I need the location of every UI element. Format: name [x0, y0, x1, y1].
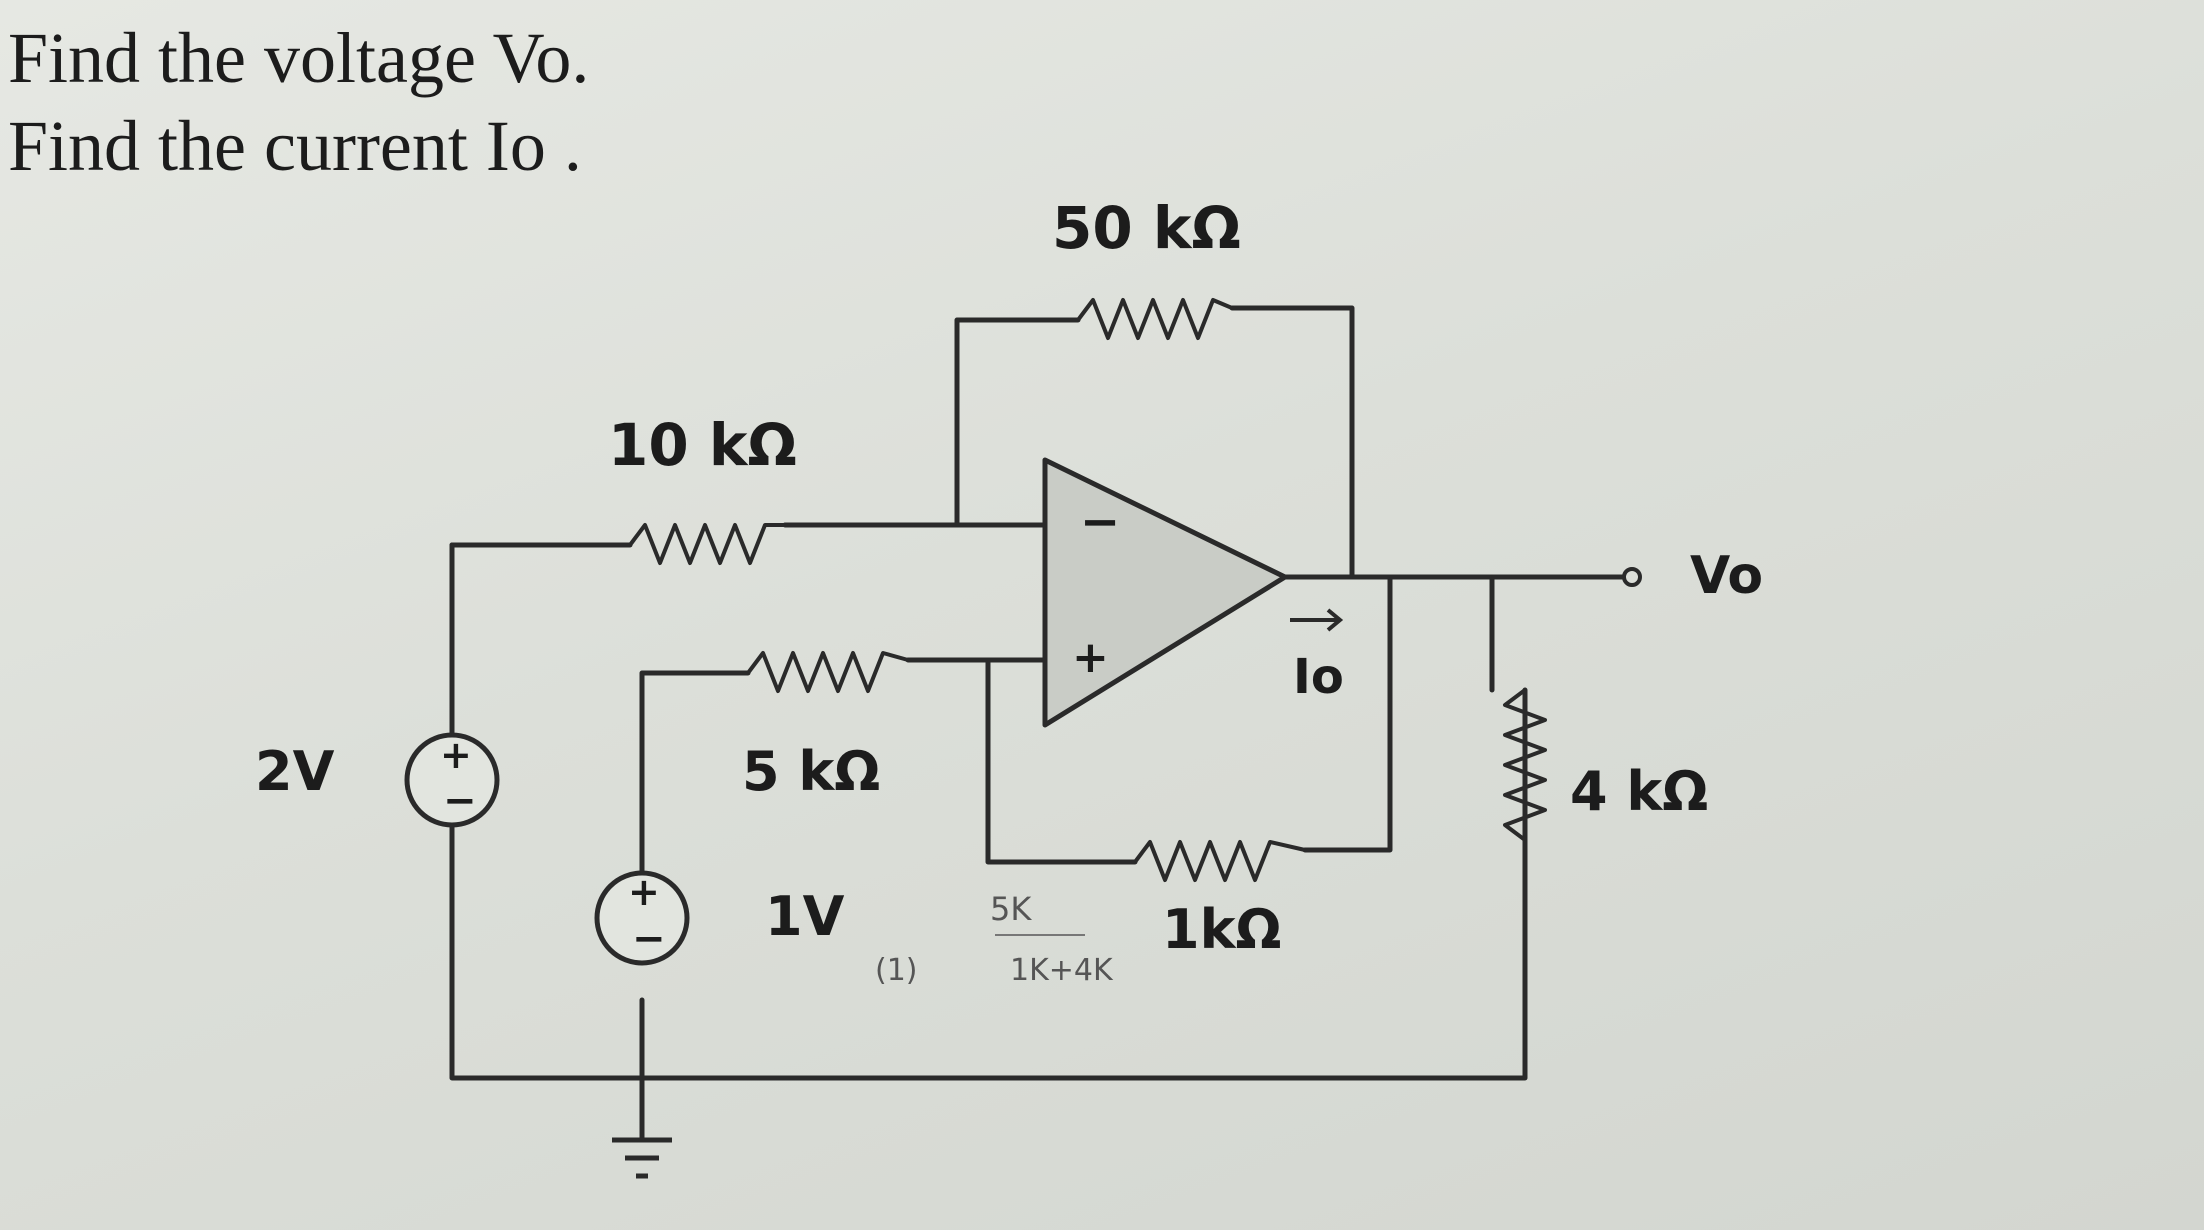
- resistor-1k: [1133, 840, 1306, 882]
- resistor-4k-label: 4 kΩ: [1570, 760, 1708, 823]
- resistor-10k: [628, 523, 785, 565]
- handwritten-note-1k-plus-4k: 1K+4K: [1010, 953, 1114, 988]
- voltage-source-1v: + −: [594, 870, 690, 966]
- source-2v-plus-sign: +: [440, 733, 472, 777]
- source-2v-minus-sign: −: [443, 778, 477, 824]
- resistor-4k: [1503, 688, 1547, 842]
- resistor-50k-label: 50 kΩ: [1052, 194, 1241, 262]
- resistor-5k: [746, 651, 909, 693]
- output-current-label: Io: [1293, 649, 1344, 705]
- ground-icon: [612, 1137, 672, 1179]
- source-1v-label: 1V: [765, 885, 845, 948]
- op-amp: − +: [1042, 457, 1288, 728]
- op-amp-plus-sign: +: [1072, 632, 1109, 683]
- output-node-label: Vo: [1690, 546, 1763, 606]
- output-terminal: [1622, 567, 1642, 587]
- source-2v-label: 2V: [255, 740, 335, 803]
- voltage-source-2v: + −: [404, 732, 500, 828]
- source-1v-plus-sign: +: [628, 870, 660, 914]
- question-voltage: Find the voltage Vo.: [8, 18, 590, 98]
- resistor-5k-label: 5 kΩ: [742, 740, 880, 803]
- handwritten-note-5k: 5K: [990, 890, 1032, 928]
- resistor-1k-label: 1kΩ: [1162, 898, 1281, 961]
- resistor-50k: [1076, 298, 1233, 340]
- output-current-arrow-icon: [1290, 608, 1344, 632]
- handwritten-note-1: (1): [875, 953, 918, 988]
- op-amp-minus-sign: −: [1080, 494, 1120, 550]
- source-1v-minus-sign: −: [632, 916, 666, 962]
- resistor-10k-label: 10 kΩ: [608, 411, 797, 479]
- question-current: Find the current Io .: [8, 106, 582, 186]
